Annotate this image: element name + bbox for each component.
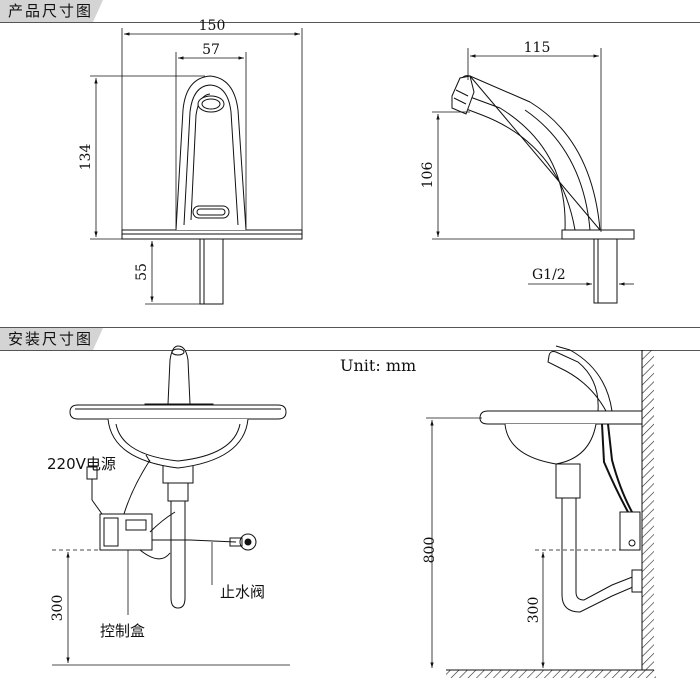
dim-label-thread: G1/2 [532,267,566,283]
dim-label-300-left: 300 [50,595,66,622]
label-power: 220V电源 [47,455,116,473]
dim-label-55: 55 [134,263,150,281]
dim-label-106: 106 [420,162,436,189]
product-section-rule [0,22,700,23]
dim-label-115: 115 [524,40,551,56]
install-front-view [69,345,287,609]
install-side-view [446,345,656,678]
unit-label: Unit: mm [340,356,416,375]
install-side-dimensions [426,417,640,668]
dim-label-300-right: 300 [526,597,542,624]
dim-label-150: 150 [199,18,226,34]
faucet-side-view [451,75,635,304]
install-section-rule [0,350,700,351]
faucet-front-view [121,75,303,305]
product-section-title: 产品尺寸图 [0,0,103,22]
section-divider [0,327,700,328]
dim-label-57: 57 [202,42,220,58]
dim-label-134: 134 [78,144,94,171]
install-front-dimensions [52,542,290,666]
front-dimensions [90,28,303,305]
install-section-title: 安装尺寸图 [0,328,103,350]
dim-label-800: 800 [422,537,438,564]
label-control-box: 控制盒 [100,622,145,640]
side-dimensions [432,48,634,286]
label-valve: 止水阀 [220,583,265,601]
